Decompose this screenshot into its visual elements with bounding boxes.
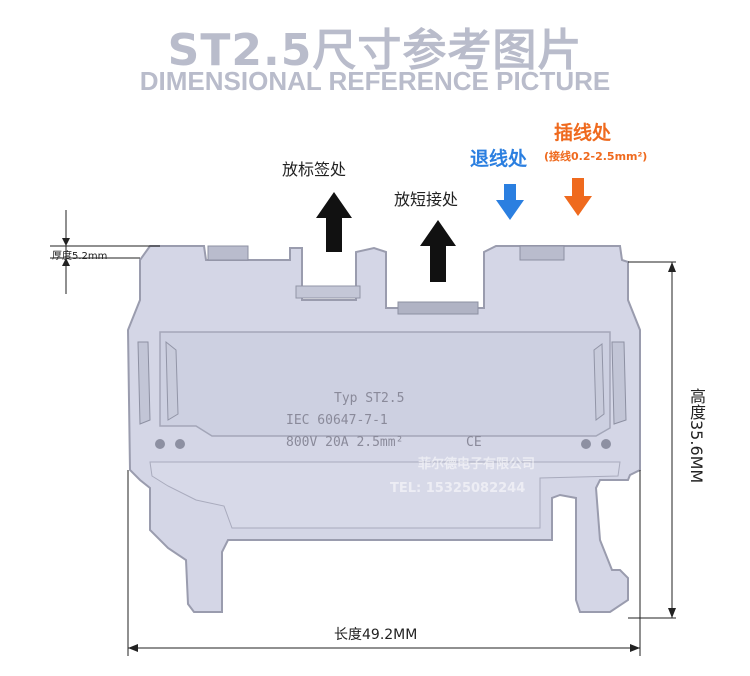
terminal-block: Typ ST2.5 IEC 60647-7-1 800V 20A 2.5mm² … [126,245,641,613]
center-panel [159,331,611,437]
thickness-label: 厚度5.2mm [52,251,108,262]
label-marker: 放标签处 [282,160,347,179]
hole-right-1 [581,439,591,449]
label-insert: 插线处 [554,122,612,144]
mark-standard: IEC 60647-7-1 [286,413,388,428]
arrow-up-icon [316,192,352,252]
arrow-down-icon [564,178,592,216]
spring-clip-left-inner [165,340,179,421]
thickness-dimension [50,210,160,294]
hole-left-1 [155,439,165,449]
arrow-up-icon [420,220,456,282]
spring-clip-right [611,341,627,425]
top-slot-right [519,245,565,261]
length-label: 长度49.2MM [334,627,418,643]
watermark-phone: TEL: 15325082244 [390,481,525,496]
length-dimension [127,470,641,656]
top-slot-left [207,245,249,261]
hole-left-2 [175,439,185,449]
mark-type: Typ ST2.5 [334,391,404,406]
lower-panel [149,461,621,529]
marker-slot [295,285,361,299]
page-subtitle: DIMENSIONAL REFERENCE PICTURE [139,66,611,96]
arrow-down-icon [496,184,524,220]
jumper-slot [397,301,479,315]
spring-clip-right-inner [593,343,605,421]
hole-right-2 [601,439,611,449]
height-dimension [628,261,676,619]
height-label: 高度35.6MM [687,388,706,484]
label-jumper: 放短接处 [394,190,459,209]
watermark-company: 菲尔德电子有限公司 [418,456,535,472]
label-insert-note: (接线0.2-2.5mm²) [544,150,648,163]
mark-ce: CE [466,435,482,450]
label-release: 退线处 [470,148,528,170]
mark-rating: 800V 20A 2.5mm² [286,435,403,450]
page-title: ST2.5尺寸参考图片 [167,25,583,76]
spring-clip-left [137,341,151,425]
